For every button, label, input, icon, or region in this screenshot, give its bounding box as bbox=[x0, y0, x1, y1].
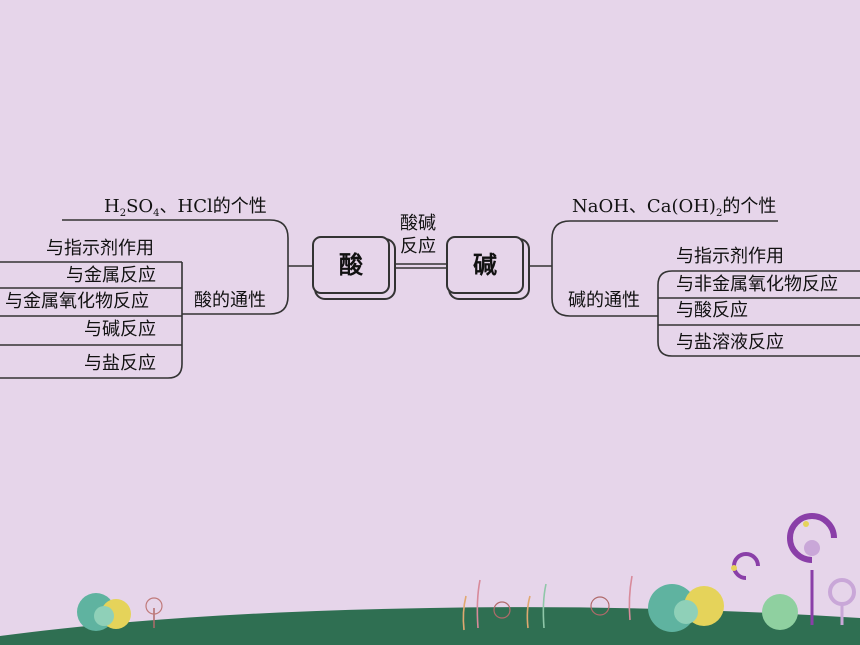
grass-sprigs-icon bbox=[462, 575, 633, 631]
base-bracket-line bbox=[551, 220, 778, 317]
base-items-bracket bbox=[657, 270, 860, 357]
acid-general-label: 酸的通性 bbox=[194, 290, 266, 311]
base-specific-label: NaOH、Ca(OH)2的个性 bbox=[572, 196, 777, 219]
tree-cluster-right-icon bbox=[648, 584, 798, 632]
ground-hill-icon bbox=[0, 607, 860, 645]
acid-bracket-line bbox=[62, 219, 289, 315]
base-item: 与盐溶液反应 bbox=[676, 332, 784, 353]
acid-item: 与碱反应 bbox=[84, 319, 156, 340]
acid-item: 与金属氧化物反应 bbox=[5, 291, 149, 312]
acid-specific-label: H2SO4、HCl的个性 bbox=[104, 196, 267, 219]
base-item: 与非金属氧化物反应 bbox=[676, 274, 838, 295]
acid-item: 与指示剂作用 bbox=[46, 238, 154, 259]
acid-items-bracket bbox=[0, 262, 183, 379]
tree-cluster-left-icon bbox=[77, 593, 163, 631]
swirl-decoration-icon bbox=[731, 513, 856, 625]
base-general-label: 碱的通性 bbox=[568, 290, 640, 311]
center-link-label-2: 反应 bbox=[400, 236, 436, 257]
center-link-label-1: 酸碱 bbox=[400, 213, 436, 234]
base-item: 与指示剂作用 bbox=[676, 246, 784, 267]
base-item: 与酸反应 bbox=[676, 300, 748, 321]
acid-node: 酸 bbox=[312, 236, 390, 294]
acid-item: 与盐反应 bbox=[84, 353, 156, 374]
base-node: 碱 bbox=[446, 236, 524, 294]
acid-item: 与金属反应 bbox=[66, 265, 156, 286]
